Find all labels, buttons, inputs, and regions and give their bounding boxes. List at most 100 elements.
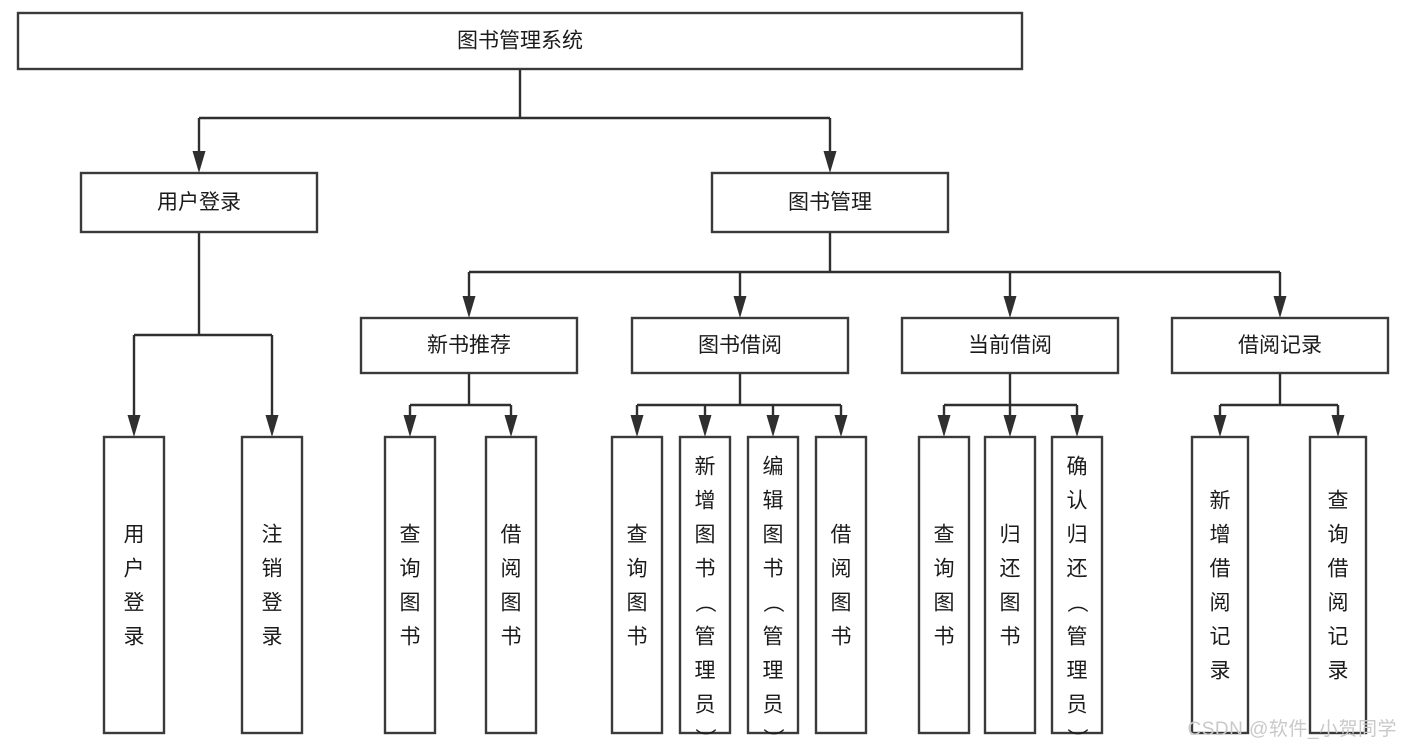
node-label-char: 图	[501, 591, 522, 614]
node-leaf-user-login[interactable]: 用户登录	[102, 435, 166, 735]
node-label-char: 阅	[1210, 591, 1231, 614]
arrow-head-icon	[823, 151, 837, 173]
node-label-char: 书	[501, 625, 522, 648]
node-label-char: 增	[1210, 523, 1231, 546]
node-label-char: 查	[1328, 489, 1349, 512]
node-label-char: 录	[1328, 659, 1349, 682]
node-label: 图书管理	[788, 191, 872, 214]
node-label-char: 询	[400, 557, 421, 580]
node-label-char: 辑	[763, 489, 784, 512]
node-box[interactable]	[746, 435, 800, 735]
node-label-char: 管	[1067, 625, 1088, 648]
node-box[interactable]	[917, 435, 971, 735]
node-label-char: 归	[1000, 523, 1021, 546]
node-box[interactable]	[359, 316, 579, 375]
node-box[interactable]	[240, 435, 304, 735]
node-box[interactable]	[900, 316, 1120, 375]
arrow-head-icon	[937, 415, 951, 437]
node-label: 图书借阅	[698, 334, 782, 357]
node-box[interactable]	[1050, 435, 1104, 735]
edge-group-book-manage	[462, 232, 1287, 318]
node-label-char: ）	[693, 728, 716, 747]
node-label-char: 销	[262, 557, 283, 580]
node-label-char: 员	[695, 693, 716, 716]
node-label-char: 理	[1067, 659, 1088, 682]
node-label-char: 查	[934, 523, 955, 546]
node-book-borrow[interactable]: 图书借阅	[630, 316, 850, 375]
node-box[interactable]	[1170, 316, 1390, 375]
node-box[interactable]	[983, 435, 1037, 735]
node-label-char: 记	[1328, 625, 1349, 648]
node-label-char: 归	[1067, 523, 1088, 546]
node-new-book-rec[interactable]: 新书推荐	[359, 316, 579, 375]
arrow-head-icon	[462, 296, 476, 318]
node-book-manage[interactable]: 图书管理	[710, 171, 950, 234]
node-box[interactable]	[610, 435, 664, 735]
node-label-char: 询	[627, 557, 648, 580]
node-label-char: 户	[124, 557, 145, 580]
arrow-head-icon	[1003, 415, 1017, 437]
arrow-head-icon	[1331, 415, 1345, 437]
node-label-char: 书	[934, 625, 955, 648]
node-box[interactable]	[1190, 435, 1250, 735]
arrow-head-icon	[834, 415, 848, 437]
node-root[interactable]: 图书管理系统	[16, 11, 1024, 71]
arrow-head-icon	[766, 415, 780, 437]
edge-group-borrow-record	[1213, 373, 1345, 437]
connector-layer	[127, 69, 1345, 437]
node-box[interactable]	[79, 171, 319, 234]
node-label-char: 录	[262, 625, 283, 648]
node-box[interactable]	[710, 171, 950, 234]
node-box[interactable]	[814, 435, 868, 735]
node-box[interactable]	[102, 435, 166, 735]
node-label-char: 图	[1000, 591, 1021, 614]
node-label-char: 书	[831, 625, 852, 648]
node-label: 图书管理系统	[457, 30, 583, 53]
node-borrow-record[interactable]: 借阅记录	[1170, 316, 1390, 375]
node-box[interactable]	[16, 11, 1024, 71]
node-current-borrow[interactable]: 当前借阅	[900, 316, 1120, 375]
node-box[interactable]	[630, 316, 850, 375]
node-box[interactable]	[1308, 435, 1368, 735]
csdn-watermark: CSDN @软件_小贺同学	[1187, 719, 1397, 740]
node-label-char: （	[1065, 592, 1088, 613]
arrow-head-icon	[630, 415, 644, 437]
node-box[interactable]	[484, 435, 538, 735]
node-user-login[interactable]: 用户登录	[79, 171, 319, 234]
arrow-head-icon	[403, 415, 417, 437]
node-label-char: 阅	[501, 557, 522, 580]
node-label-char: 员	[1067, 693, 1088, 716]
node-label-char: 认	[1067, 489, 1088, 512]
node-box[interactable]	[383, 435, 437, 735]
node-label-char: 借	[831, 523, 852, 546]
node-label-char: 图	[934, 591, 955, 614]
node-box[interactable]	[678, 435, 732, 735]
node-label-char: 图	[763, 523, 784, 546]
node-label-char: 编	[763, 455, 784, 478]
arrow-head-icon	[265, 415, 279, 437]
node-label-char: 查	[400, 523, 421, 546]
node-label-char: 借	[501, 523, 522, 546]
node-label-char: 书	[627, 625, 648, 648]
